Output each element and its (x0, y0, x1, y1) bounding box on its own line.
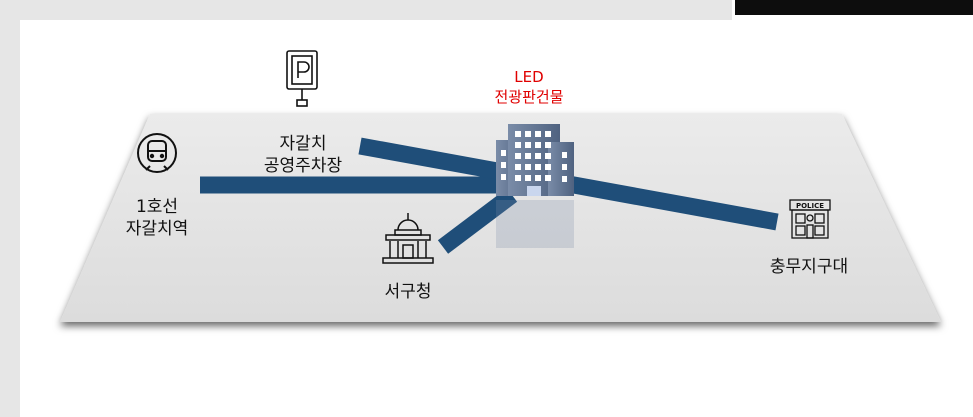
parking-icon (286, 50, 318, 107)
sightline-district-office (437, 188, 518, 254)
train-icon (137, 133, 177, 173)
left-frame-bar (0, 0, 20, 417)
district-office-label: 서구청 (384, 282, 432, 302)
police-label: 충무지구대 (769, 257, 849, 277)
police-sign-text: POLICE (796, 202, 824, 210)
building-reflection (496, 200, 574, 248)
black-corner-bar (735, 0, 973, 15)
district-office-icon (382, 213, 434, 264)
station-label: 1호선 자갈치역 (125, 197, 189, 239)
ground-plane (60, 114, 941, 322)
led-building-label: LED 전광판건물 (494, 68, 564, 106)
top-frame-bar (0, 0, 732, 20)
led-building-icon (496, 124, 574, 196)
parking-label: 자갈치 공영주차장 (263, 134, 343, 176)
police-station-icon (789, 199, 831, 239)
